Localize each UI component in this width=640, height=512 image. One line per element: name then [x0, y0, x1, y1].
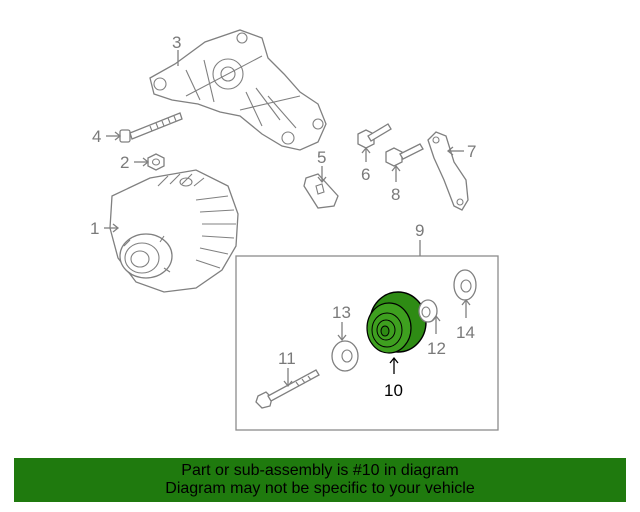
- arrow-10: [389, 356, 399, 364]
- callout-6[interactable]: 6: [361, 165, 370, 184]
- arrow-14: [461, 298, 471, 306]
- banner-line-2: Diagram may not be specific to your vehi…: [165, 480, 475, 497]
- part-14-washer[interactable]: [453, 269, 477, 301]
- part-1-alternator[interactable]: [109, 169, 239, 293]
- arrow-6: [361, 146, 371, 154]
- assembly-9-box: [235, 255, 499, 431]
- callout-8[interactable]: 8: [391, 185, 400, 204]
- part-10-pulley[interactable]: [366, 291, 427, 354]
- callout-13[interactable]: 13: [332, 303, 351, 322]
- arrow-4: [114, 131, 122, 141]
- part-13-washer[interactable]: [331, 340, 359, 372]
- callout-14[interactable]: 14: [456, 323, 475, 342]
- part-4-bolt[interactable]: [119, 112, 183, 143]
- arrow-8: [391, 164, 401, 172]
- part-12-spacer[interactable]: [418, 299, 438, 323]
- part-7-strap[interactable]: [427, 131, 469, 211]
- callout-11[interactable]: 11: [278, 349, 296, 368]
- part-11-bolt[interactable]: [255, 369, 320, 409]
- part-5-plate[interactable]: [303, 173, 339, 209]
- part-3-bracket[interactable]: [149, 29, 327, 151]
- callout-1[interactable]: 1: [90, 219, 99, 238]
- arrow-2: [142, 157, 150, 167]
- callout-10[interactable]: 10: [384, 381, 403, 400]
- callout-4[interactable]: 4: [92, 127, 101, 146]
- arrow-1: [112, 223, 120, 233]
- arrow-13: [337, 334, 347, 342]
- callout-9[interactable]: 9: [415, 221, 424, 240]
- arrow-11: [283, 380, 293, 388]
- arrow-12: [431, 314, 441, 322]
- banner-line-1: Part or sub-assembly is #10 in diagram: [181, 462, 459, 479]
- callout-7[interactable]: 7: [467, 142, 476, 161]
- callout-12[interactable]: 12: [427, 339, 446, 358]
- part-6-bolt[interactable]: [357, 123, 392, 149]
- part-8-bolt[interactable]: [385, 143, 424, 167]
- info-banner: Part or sub-assembly is #10 in diagram D…: [14, 458, 626, 502]
- arrow-7: [446, 146, 454, 156]
- callout-2[interactable]: 2: [120, 153, 129, 172]
- callout-3[interactable]: 3: [172, 33, 181, 52]
- arrow-5: [317, 176, 327, 184]
- callout-5[interactable]: 5: [317, 148, 326, 167]
- part-2-nut[interactable]: [147, 153, 165, 171]
